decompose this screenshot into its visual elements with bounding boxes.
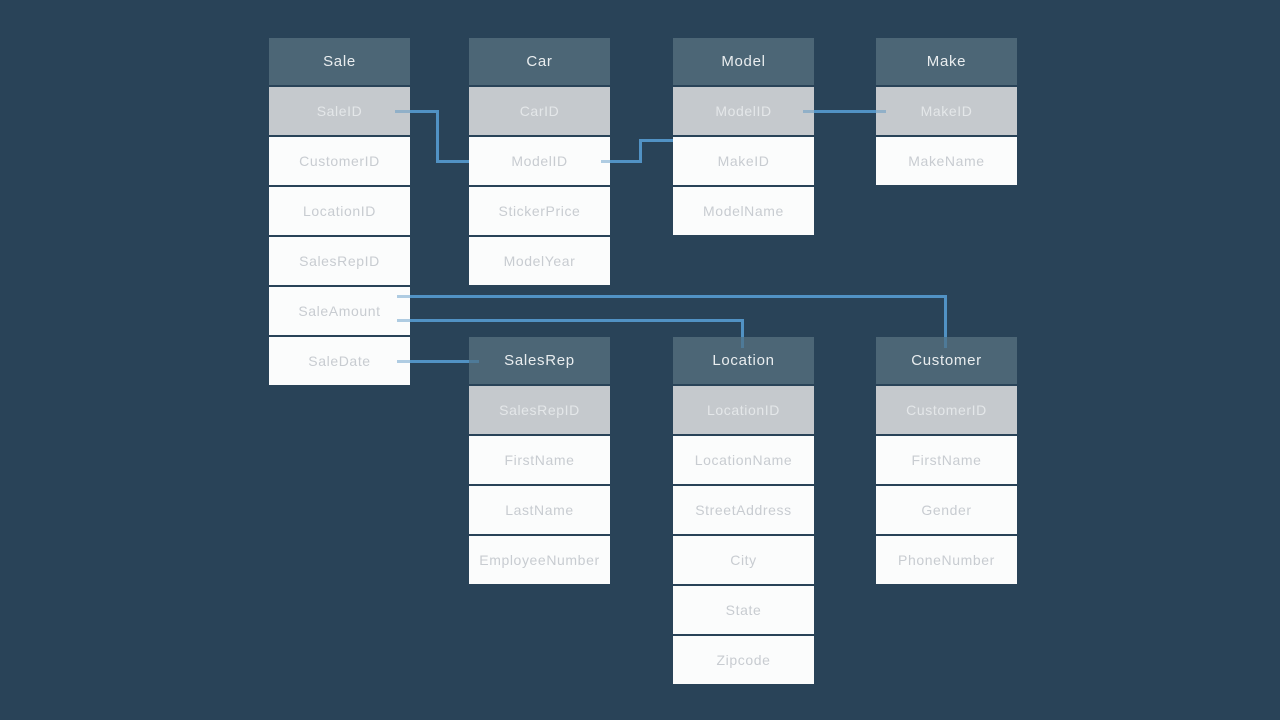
table-sale-field-customerid: CustomerID <box>269 137 410 185</box>
connector-sale-customer-endpoint <box>943 336 947 348</box>
table-location-field-locationname: LocationName <box>673 436 814 484</box>
table-car-field-modelid: ModelID <box>469 137 610 185</box>
table-customer-field-phonenumber: PhoneNumber <box>876 536 1017 584</box>
connector-sale-location-segment <box>740 318 744 340</box>
table-make-title: Make <box>876 38 1017 85</box>
table-customer-field-customerid-primary-key: CustomerID <box>876 386 1017 434</box>
table-car-field-carid-primary-key: CarID <box>469 87 610 135</box>
connector-sale-car-endpoint <box>394 109 412 113</box>
connector-sale-car-segment <box>435 159 471 163</box>
connector-model-make-endpoint <box>874 109 886 113</box>
table-model-title: Model <box>673 38 814 85</box>
table-model-field-modelname: ModelName <box>673 187 814 235</box>
connector-sale-location-endpoint <box>740 336 744 348</box>
table-salesrep-field-salesrepid-primary-key: SalesRepID <box>469 386 610 434</box>
connector-sale-location-endpoint <box>396 318 412 322</box>
table-location-field-streetaddress: StreetAddress <box>673 486 814 534</box>
table-sale-field-saleid-primary-key: SaleID <box>269 87 410 135</box>
table-model-field-makeid: MakeID <box>673 137 814 185</box>
table-location-field-state: State <box>673 586 814 634</box>
table-car-field-stickerprice: StickerPrice <box>469 187 610 235</box>
connector-sale-customer-endpoint <box>396 294 412 298</box>
table-sale-field-salesrepid: SalesRepID <box>269 237 410 285</box>
connector-sale-location-segment <box>408 318 744 322</box>
table-make-field-makename: MakeName <box>876 137 1017 185</box>
connector-sale-salesrep-segment <box>408 359 471 363</box>
table-location-field-locationid-primary-key: LocationID <box>673 386 814 434</box>
connector-model-make-endpoint <box>802 109 815 113</box>
connector-model-make-segment <box>811 109 878 113</box>
table-location-field-zipcode: Zipcode <box>673 636 814 684</box>
table-salesrep-field-employeenumber: EmployeeNumber <box>469 536 610 584</box>
table-location-title: Location <box>673 337 814 384</box>
table-customer-field-firstname: FirstName <box>876 436 1017 484</box>
table-sale-field-saleamount: SaleAmount <box>269 287 410 335</box>
table-sale-title: Sale <box>269 38 410 85</box>
table-car-field-modelyear: ModelYear <box>469 237 610 285</box>
table-make-field-makeid-primary-key: MakeID <box>876 87 1017 135</box>
table-customer-field-gender: Gender <box>876 486 1017 534</box>
connector-sale-customer-segment <box>943 294 947 340</box>
connector-sale-car-segment <box>408 109 439 113</box>
connector-car-model-segment <box>608 159 642 163</box>
connector-car-model-endpoint <box>600 159 612 163</box>
connector-sale-salesrep-endpoint <box>467 359 479 363</box>
connector-sale-salesrep-endpoint <box>396 359 412 363</box>
table-model-field-modelid-primary-key: ModelID <box>673 87 814 135</box>
table-car-title: Car <box>469 38 610 85</box>
connector-car-model-segment <box>638 138 642 163</box>
table-salesrep-field-firstname: FirstName <box>469 436 610 484</box>
connector-sale-customer-segment <box>408 294 947 298</box>
table-location-field-city: City <box>673 536 814 584</box>
connector-sale-car-segment <box>435 109 439 163</box>
table-sale-field-locationid: LocationID <box>269 187 410 235</box>
table-customer-title: Customer <box>876 337 1017 384</box>
table-sale-field-saledate: SaleDate <box>269 337 410 385</box>
table-salesrep-field-lastname: LastName <box>469 486 610 534</box>
table-salesrep-title: SalesRep <box>469 337 610 384</box>
connector-car-model-segment <box>638 138 675 142</box>
